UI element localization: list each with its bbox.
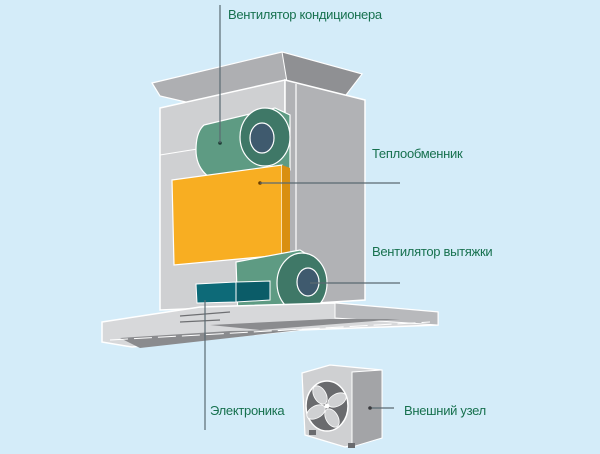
electronics-box xyxy=(195,280,271,304)
label-heat-exchanger: Теплообменник xyxy=(372,146,463,161)
label-supply-fan: Вентилятор кондиционера xyxy=(228,7,382,22)
label-outdoor-unit: Внешний узел xyxy=(404,403,486,418)
label-electronics: Электроника xyxy=(210,403,285,418)
hood-base xyxy=(101,302,439,348)
heat-exchanger xyxy=(171,164,290,266)
leader-lines xyxy=(204,5,400,430)
fan-blades-icon xyxy=(306,385,347,428)
label-exhaust-fan: Вентилятор вытяжки xyxy=(372,244,493,259)
outdoor-unit xyxy=(301,364,383,448)
